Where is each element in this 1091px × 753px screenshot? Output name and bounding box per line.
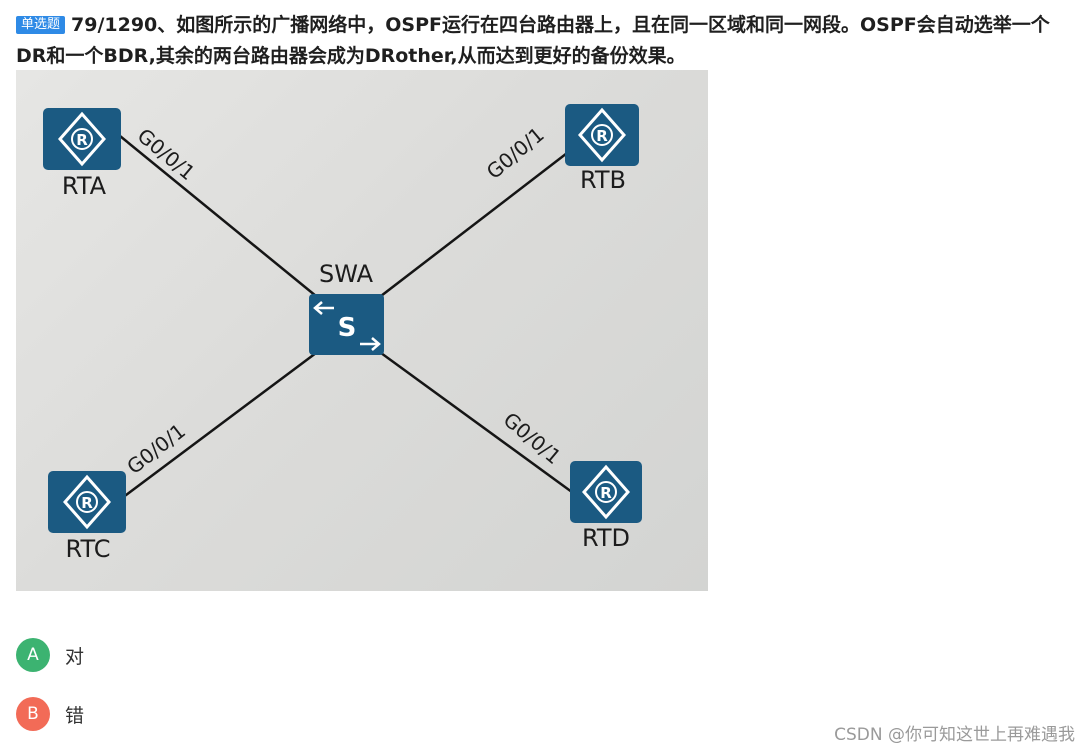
link-rta-swa (119, 135, 317, 297)
question-stem: 79/1290、如图所示的广播网络中，OSPF运行在四台路由器上，且在同一区域和… (16, 14, 1050, 67)
option-b-letter[interactable]: B (16, 697, 50, 731)
network-topology-figure: G0/0/1 G0/0/1 G0/0/1 G0/0/1 R RTA R RTB … (16, 70, 708, 591)
router-label-rtd: RTD (582, 524, 630, 552)
option-b[interactable]: B 错 (16, 697, 84, 731)
router-label-rtb: RTB (580, 166, 626, 194)
option-b-text[interactable]: 错 (65, 704, 85, 727)
link-rtb-swa (380, 149, 572, 297)
link-rtd-swa (380, 351, 577, 497)
option-a-text[interactable]: 对 (65, 645, 85, 668)
router-label-rtc: RTC (66, 535, 111, 563)
link-rtc-swa (121, 351, 317, 500)
option-a-letter[interactable]: A (16, 638, 50, 672)
question-type-badge: 单选题 (16, 16, 66, 34)
topology-diagram: G0/0/1 G0/0/1 G0/0/1 G0/0/1 R RTA R RTB … (43, 104, 642, 563)
svg-text:R: R (76, 131, 88, 149)
svg-text:R: R (596, 127, 608, 145)
switch-icon-swa: S (309, 294, 384, 355)
switch-label-swa: SWA (319, 260, 374, 288)
csdn-watermark: CSDN @你可知这世上再难遇我 (834, 725, 1075, 745)
router-icon-rtd: R (570, 461, 642, 523)
router-label-rta: RTA (62, 172, 107, 200)
router-icon-rta: R (43, 108, 121, 170)
port-label-rtd: G0/0/1 (499, 407, 566, 469)
svg-text:R: R (600, 484, 612, 502)
svg-text:R: R (81, 494, 93, 512)
svg-text:S: S (338, 313, 357, 343)
option-a[interactable]: A 对 (16, 638, 84, 672)
port-label-rtc: G0/0/1 (122, 419, 190, 479)
router-icon-rtb: R (565, 104, 639, 166)
router-icon-rtc: R (48, 471, 126, 533)
